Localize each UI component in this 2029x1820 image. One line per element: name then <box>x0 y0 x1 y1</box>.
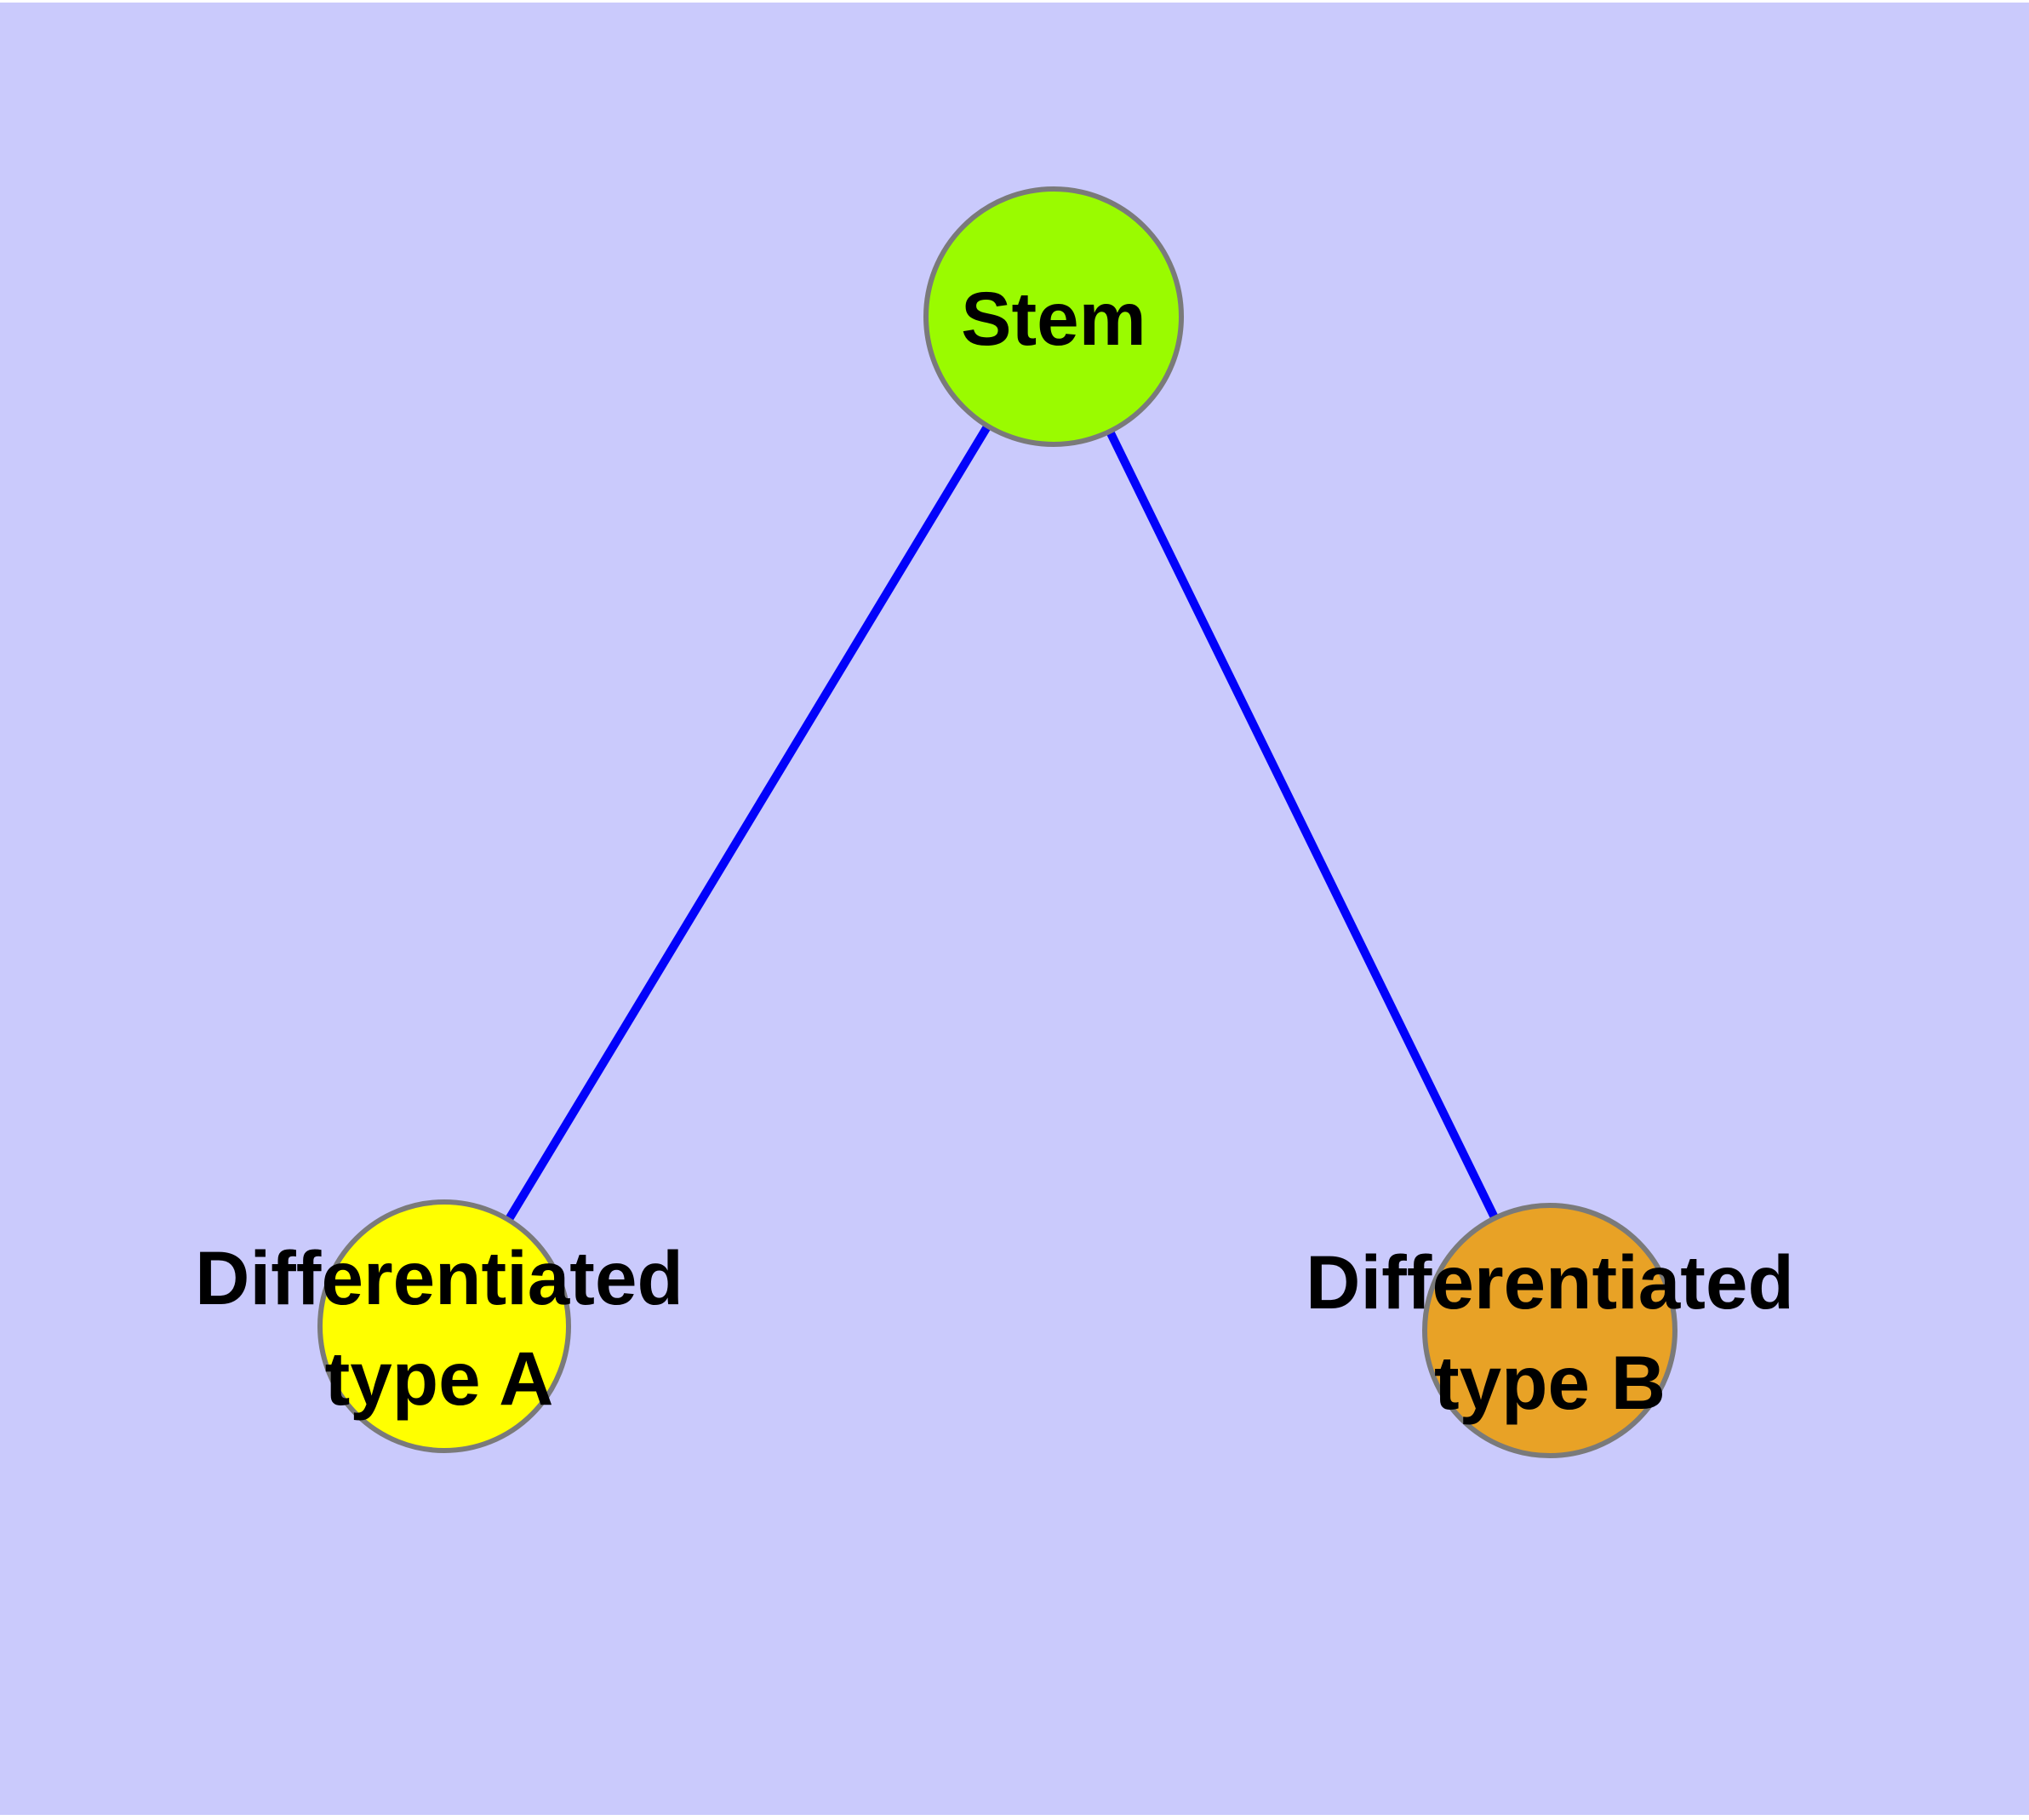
type-b-node-circle <box>1422 1203 1677 1458</box>
type-b-node-label-line2: type B <box>1434 1340 1666 1425</box>
edge-stem-to-type-a <box>440 314 1058 1329</box>
edge-stem-to-type-b <box>1049 314 1554 1333</box>
type-a-node-circle <box>317 1199 571 1453</box>
edge-group <box>440 314 1554 1333</box>
type-a-node-label-line1: Differentiated <box>195 1235 683 1320</box>
type-a-node-label-line2: type A <box>325 1336 554 1421</box>
stem-node-label: Stem <box>961 276 1146 361</box>
node-stem: Stem <box>923 186 1184 447</box>
node-differentiated-type-b: Differentiated type B <box>1306 1203 1794 1458</box>
stem-node-circle <box>923 186 1184 447</box>
type-b-node-label-line1: Differentiated <box>1306 1239 1794 1325</box>
node-differentiated-type-a: Differentiated type A <box>195 1199 683 1453</box>
